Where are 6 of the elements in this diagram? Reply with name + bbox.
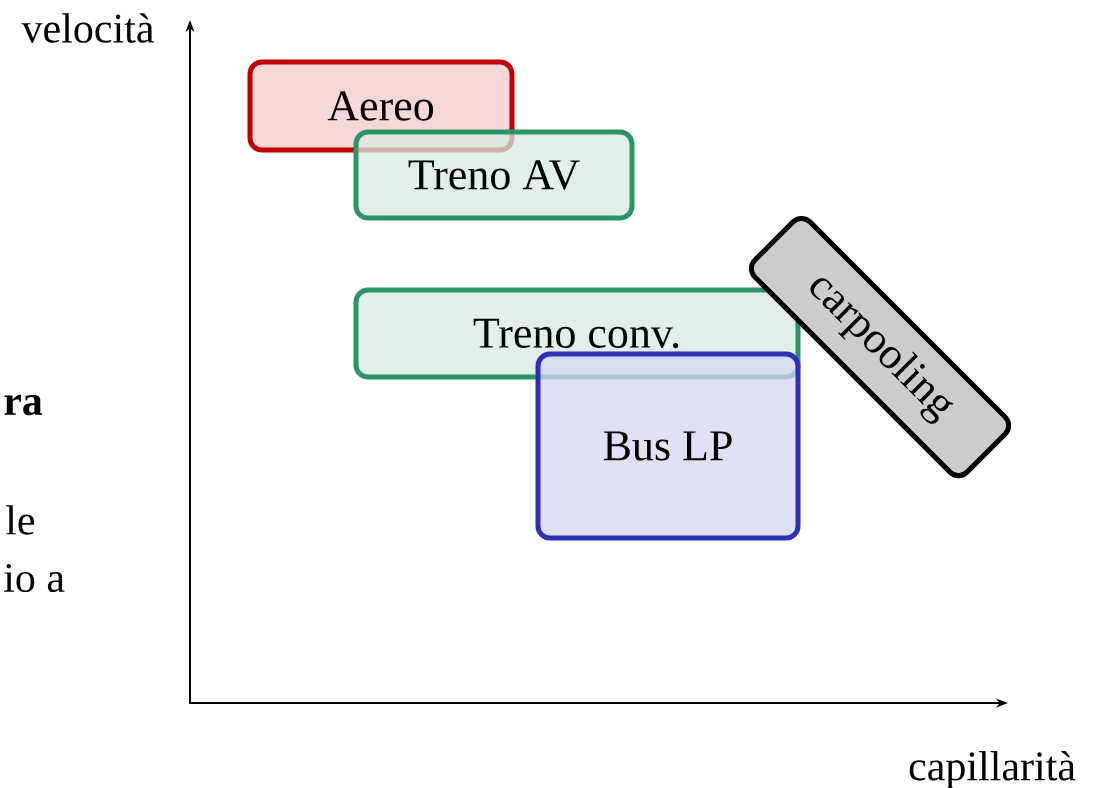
text-fragment: io a <box>4 563 65 593</box>
mode-box: Treno AV <box>353 129 635 221</box>
text-fragment: le <box>6 505 35 535</box>
mode-box: Bus LP <box>535 351 801 541</box>
axis-label: velocità <box>21 13 154 43</box>
text-fragment: ra <box>4 394 43 416</box>
